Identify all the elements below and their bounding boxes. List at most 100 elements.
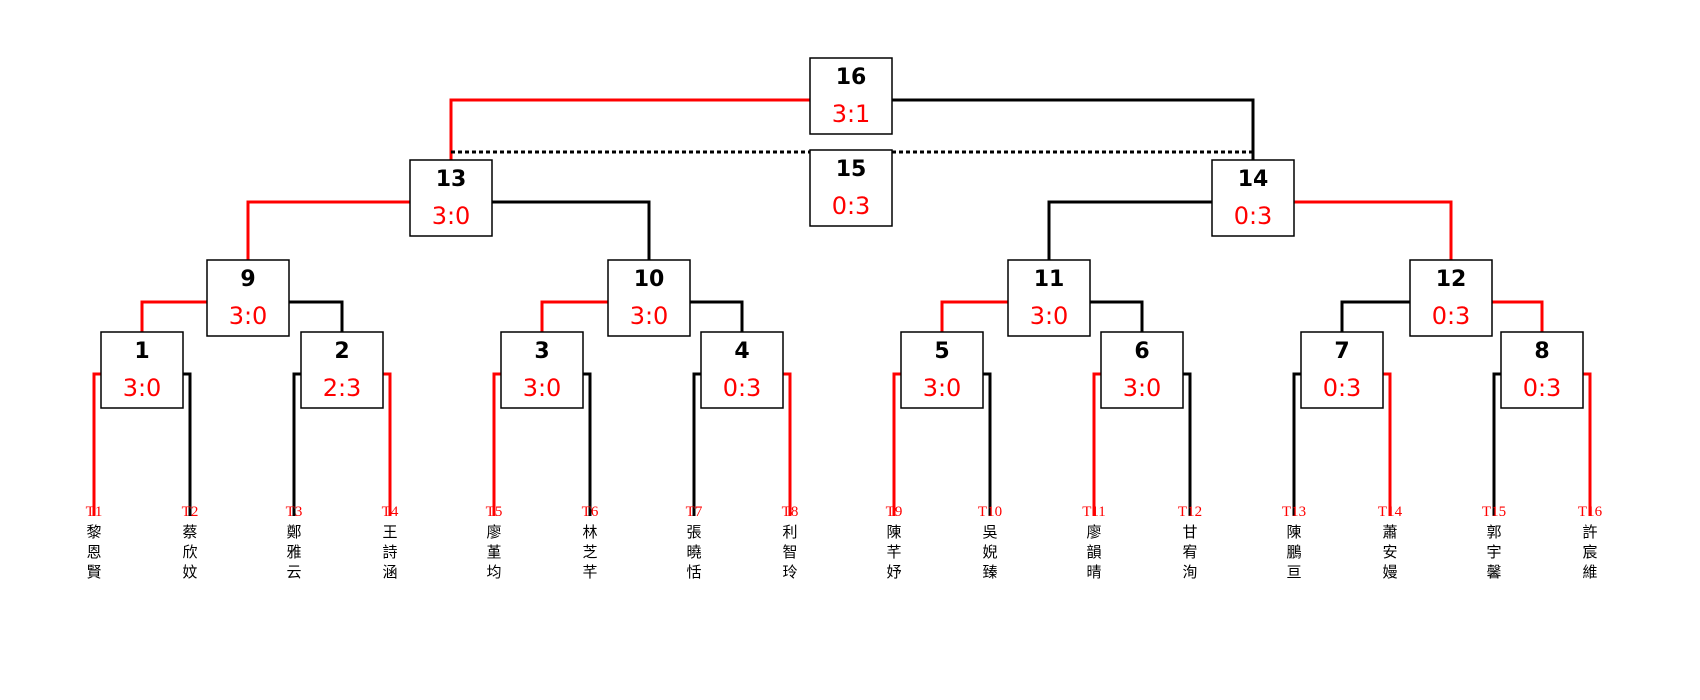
- match-2: 22:3: [300, 331, 384, 409]
- player-code: T5: [486, 504, 503, 520]
- match-3: 33:0: [500, 331, 584, 409]
- player-t7: T7 張曉恬: [686, 504, 703, 581]
- match-14-box: [1211, 159, 1295, 237]
- match-4: 40:3: [700, 331, 784, 409]
- player-code: T8: [782, 504, 799, 520]
- match-9-box: [206, 259, 290, 337]
- feeder-line-t16: [1583, 372, 1592, 516]
- match-5-number: 5: [934, 339, 949, 364]
- match-8-box: [1500, 331, 1584, 409]
- match-6-number: 6: [1134, 339, 1149, 364]
- match-5-box: [900, 331, 984, 409]
- player-code: T13: [1282, 504, 1306, 520]
- match-10-box: [607, 259, 691, 337]
- match-16: 163:1: [809, 57, 893, 135]
- player-name: 陳芊妤: [886, 523, 901, 581]
- match-16-number: 16: [836, 65, 867, 90]
- match-13-number: 13: [436, 167, 467, 192]
- match-11: 113:0: [1007, 259, 1091, 337]
- match-9: 93:0: [206, 259, 290, 337]
- player-code: T9: [886, 504, 903, 520]
- match-15-box: [809, 149, 893, 227]
- match-9-number: 9: [240, 267, 255, 292]
- match-8-number: 8: [1534, 339, 1549, 364]
- match-11-box: [1007, 259, 1091, 337]
- connector-10-3: [540, 300, 608, 332]
- player-code: T14: [1378, 504, 1403, 520]
- match-4-score: 0:3: [723, 374, 762, 402]
- match-10-number: 10: [634, 267, 665, 292]
- connector-10-4: [690, 300, 744, 332]
- player-name: 張曉恬: [686, 523, 701, 581]
- match-11-number: 11: [1034, 267, 1065, 292]
- match-7-score: 0:3: [1323, 374, 1362, 402]
- player-name: 陳鵬亘: [1286, 523, 1301, 581]
- player-name: 郭宇馨: [1486, 523, 1501, 581]
- player-name: 林芝芊: [582, 523, 597, 581]
- match-2-box: [300, 331, 384, 409]
- match-13: 133:0: [409, 159, 493, 237]
- match-15: 150:3: [809, 149, 893, 227]
- match-14: 140:3: [1211, 159, 1295, 237]
- connector-12-7: [1340, 300, 1410, 332]
- feeder-line-t7: [692, 372, 701, 516]
- feeder-line-t4: [383, 372, 392, 516]
- match-12-number: 12: [1436, 267, 1467, 292]
- connector-9-2: [289, 300, 344, 332]
- connector-13-9: [246, 200, 410, 260]
- match-2-score: 2:3: [323, 374, 362, 402]
- player-name: 鄭雅云: [286, 523, 301, 581]
- match-boxes: 13:022:333:040:353:063:070:380:393:0103:…: [100, 57, 1584, 409]
- player-code: T1: [86, 504, 103, 520]
- match-1: 13:0: [100, 331, 184, 409]
- player-name: 吳婗臻: [982, 523, 997, 581]
- match-13-box: [409, 159, 493, 237]
- player-code: T4: [382, 504, 399, 520]
- match-14-number: 14: [1238, 167, 1269, 192]
- player-name: 許宸維: [1582, 523, 1597, 581]
- match-12-box: [1409, 259, 1493, 337]
- player-code: T7: [686, 504, 703, 520]
- player-t2: T2 蔡欣妏: [182, 504, 199, 581]
- feeder-line-t13: [1292, 372, 1301, 516]
- match-8-score: 0:3: [1523, 374, 1562, 402]
- match-12: 120:3: [1409, 259, 1493, 337]
- feeder-line-t6: [583, 372, 592, 516]
- match-15-score: 0:3: [832, 192, 871, 220]
- match-10-score: 3:0: [630, 302, 669, 330]
- match-4-number: 4: [734, 339, 749, 364]
- feeder-line-t10: [983, 372, 992, 516]
- match-1-score: 3:0: [123, 374, 162, 402]
- player-labels: T1黎恩賢T2蔡欣妏T3鄭雅云T4王詩涵T5廖堇均T6林芝芊T7張曉恬T8利智玲…: [86, 504, 1603, 581]
- match-16-box: [809, 57, 893, 135]
- player-code: T2: [182, 504, 199, 520]
- connector-13-10: [492, 200, 651, 260]
- player-t12: T12 甘宥洵: [1178, 504, 1202, 581]
- player-name: 蔡欣妏: [182, 523, 197, 581]
- connector-11-6: [1090, 300, 1144, 332]
- feeder-line-t11: [1092, 372, 1101, 516]
- match-1-box: [100, 331, 184, 409]
- player-code: T12: [1178, 504, 1202, 520]
- connector-16-14: [892, 98, 1255, 160]
- player-name: 王詩涵: [382, 523, 397, 581]
- match-3-number: 3: [534, 339, 549, 364]
- feeder-line-t15: [1492, 372, 1501, 516]
- player-code: T11: [1082, 504, 1106, 520]
- match-15-number: 15: [836, 157, 867, 182]
- player-name: 甘宥洵: [1182, 523, 1197, 581]
- connector-14-11: [1047, 200, 1212, 260]
- match-16-score: 3:1: [832, 100, 871, 128]
- connector-14-12: [1294, 200, 1453, 260]
- feeder-line-t9: [892, 372, 901, 516]
- match-6: 63:0: [1100, 331, 1184, 409]
- player-name: 廖韻晴: [1086, 523, 1101, 581]
- match-2-number: 2: [334, 339, 349, 364]
- connector-12-8: [1492, 300, 1544, 332]
- match-9-score: 3:0: [229, 302, 268, 330]
